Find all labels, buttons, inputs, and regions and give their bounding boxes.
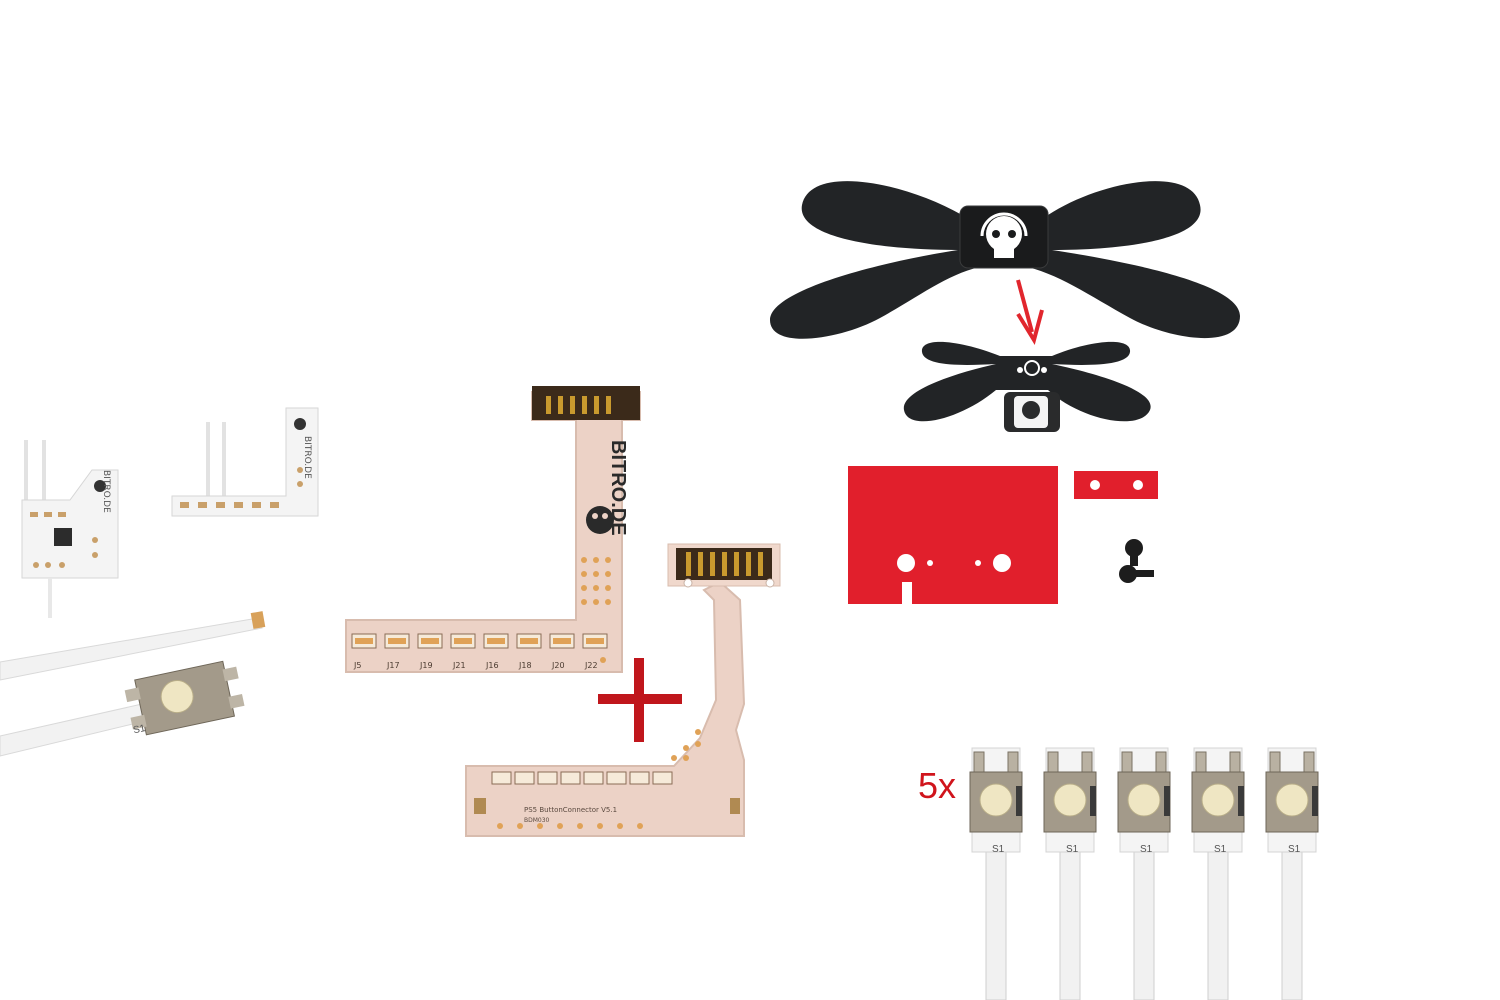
pad-label: J5 [353,661,361,670]
pad-label: J22 [584,661,598,670]
pad-label: J20 [551,661,565,670]
switch-label: S1 [1066,844,1079,855]
tactile-switch: S1 [1117,747,1171,1000]
skull-logo-icon [586,506,614,534]
pcb-pad: J17 [384,633,410,670]
small-pcb-brand: BITRO.DE [302,436,312,479]
tactile-switch: S1 [1043,747,1097,1000]
pcb-pad: J21 [450,633,476,670]
switch-label: S1 [1140,844,1153,855]
pad-label: J21 [452,661,466,670]
tactile-switch: S1 [124,660,245,736]
pcb-board-sub: BDM030 [524,817,550,824]
switch-label: S1 [1214,844,1227,855]
pcb-pad [606,771,627,785]
ribbon-cable [0,611,266,757]
pcb-pad: J5 [351,633,377,670]
pcb-pad: J18 [516,633,542,670]
pcb-pad [514,771,535,785]
switch-label: S1 [1288,844,1301,855]
tactile-switch: S1 [1265,747,1319,1000]
tactile-switch: S1 [1191,747,1245,1000]
skull-logo-icon [1022,401,1040,419]
pad-label: J16 [485,661,499,670]
pcb-brand-text: BITRO.DE [607,440,629,536]
pcb-pad: J22 [582,633,608,670]
pad-label: J19 [419,661,433,670]
bracket-large [770,181,1240,339]
switch-row: S1 S1 S1 S1 S1 [969,747,1319,1000]
pcb-pad: J19 [417,633,443,670]
switch-label: S1 [132,723,147,736]
pcb-pad [537,771,558,785]
screws [1119,539,1154,583]
pad-label: J17 [386,661,400,670]
pcb-pad [560,771,581,785]
bracket-small [903,341,1151,432]
pcb-pad: J20 [549,633,575,670]
pcb-pad: J16 [483,633,509,670]
small-pcb-right: BITRO.DE [171,407,319,517]
small-pcb-left: BITRO.DE [21,440,119,618]
pcb-pad [583,771,604,785]
pcb-lower: PS5 ButtonConnector V5.1 BDM030 [465,543,781,837]
quantity-label: 5x [918,765,956,806]
pcb-upper: BITRO.DE J5 J17 J19 J21 J16 J18 J20 J22 [345,386,641,673]
pcb-pad [629,771,650,785]
tactile-switch: S1 [969,747,1023,1000]
arrow-down-icon [1016,279,1044,346]
small-pcb-brand: BITRO.DE [101,470,111,513]
plus-icon [598,658,682,742]
pcb-pad [652,771,673,785]
red-sticker-large [848,466,1058,604]
pcb-pad [491,771,512,785]
skull-logo-icon [980,212,1028,258]
pad-label: J18 [518,661,532,670]
pcb-board-title: PS5 ButtonConnector V5.1 [524,806,617,814]
switch-label: S1 [992,844,1005,855]
red-sticker-small [1074,471,1158,499]
